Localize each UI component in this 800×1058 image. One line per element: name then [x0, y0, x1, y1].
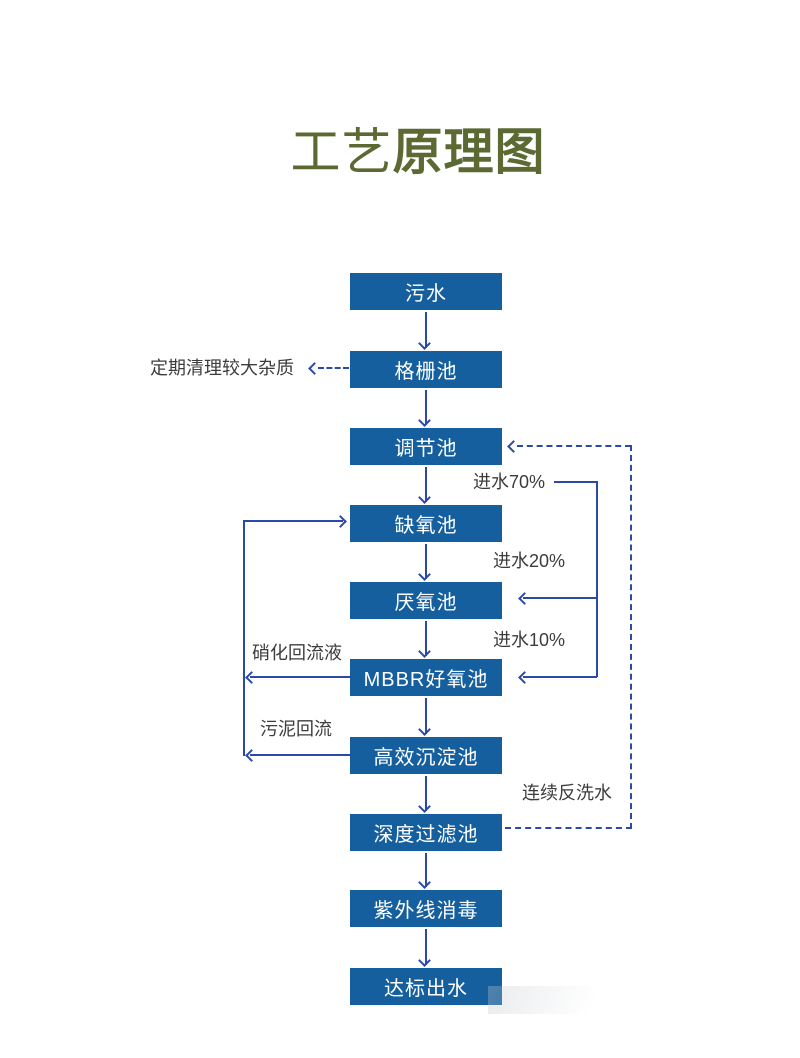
return-loop-vertical-line	[243, 520, 245, 756]
arrowhead-down-icon	[418, 723, 431, 736]
arrow-down-regulating-to-anoxic	[418, 467, 431, 504]
label-inflow-20: 进水20%	[493, 551, 566, 571]
page-title-bold: 原理图	[392, 124, 546, 180]
arrowhead-left-icon	[518, 592, 531, 605]
flow-box-anaerobic-pool: 厌氧池	[350, 582, 502, 619]
arrowhead-left-icon	[245, 749, 258, 762]
arrowhead-left-icon	[308, 362, 321, 375]
label-inflow-10: 进水10%	[493, 630, 566, 650]
arrowhead-left-icon	[507, 440, 520, 453]
arrowhead-down-icon	[418, 568, 431, 581]
label-backwash: 连续反洗水	[522, 783, 612, 803]
feed-into-mbbr-line	[523, 676, 597, 678]
dashed-line-screen-cleaning	[318, 367, 349, 369]
arrow-down-uv-to-effluent	[418, 929, 431, 967]
feed-split-top-line	[554, 481, 598, 483]
print-smudge	[488, 986, 638, 1014]
arrowhead-down-icon	[418, 800, 431, 813]
label-inflow-70: 进水70%	[473, 472, 546, 492]
flow-box-deep-filtration-pool: 深度过滤池	[350, 814, 502, 851]
arrowhead-down-icon	[418, 954, 431, 967]
arrow-down-sewage-to-screen	[418, 312, 431, 350]
arrow-down-screen-to-regulating	[418, 390, 431, 427]
arrowhead-down-icon	[418, 414, 431, 427]
arrowhead-right-icon	[334, 515, 347, 528]
flow-box-bar-screen-pool: 格栅池	[350, 351, 502, 388]
return-loop-into-anoxic-line	[243, 520, 343, 522]
arrow-down-anoxic-to-anaerobic	[418, 544, 431, 581]
arrow-down-sedimentation-to-filtration	[418, 776, 431, 813]
arrow-down-mbbr-to-sedimentation	[418, 698, 431, 736]
arrowhead-down-icon	[418, 491, 431, 504]
page-title-light: 工艺	[290, 124, 393, 180]
flow-box-uv-disinfection: 紫外线消毒	[350, 890, 502, 927]
backwash-bottom-dashed-line	[505, 827, 632, 829]
page-title: 工艺原理图	[18, 112, 800, 184]
arrow-down-filtration-to-uv	[418, 853, 431, 889]
flow-box-standard-effluent: 达标出水	[350, 968, 502, 1005]
feed-into-anaerobic-line	[523, 597, 597, 599]
arrowhead-down-icon	[418, 876, 431, 889]
label-screen-cleaning: 定期清理较大杂质	[150, 358, 294, 378]
flow-box-mbbr-aerobic-pool: MBBR好氧池	[350, 659, 502, 696]
arrow-down-anaerobic-to-mbbr	[418, 621, 431, 658]
flow-box-regulating-pool: 调节池	[350, 428, 502, 465]
feed-split-vertical-line	[596, 481, 598, 677]
arrowhead-left-icon	[245, 671, 258, 684]
flow-box-high-eff-sedimentation-pool: 高效沉淀池	[350, 737, 502, 774]
arrowhead-down-icon	[418, 645, 431, 658]
backwash-vertical-dashed-line	[630, 445, 632, 829]
backwash-top-dashed-line	[517, 445, 631, 447]
flow-box-anoxic-pool: 缺氧池	[350, 505, 502, 542]
label-sludge-return: 污泥回流	[260, 719, 332, 739]
nitrify-return-line	[250, 676, 352, 678]
label-nitrify-return: 硝化回流液	[252, 643, 342, 663]
arrowhead-down-icon	[418, 337, 431, 350]
sludge-return-line	[250, 754, 352, 756]
flow-box-sewage: 污水	[350, 273, 502, 310]
arrowhead-left-icon	[518, 671, 531, 684]
